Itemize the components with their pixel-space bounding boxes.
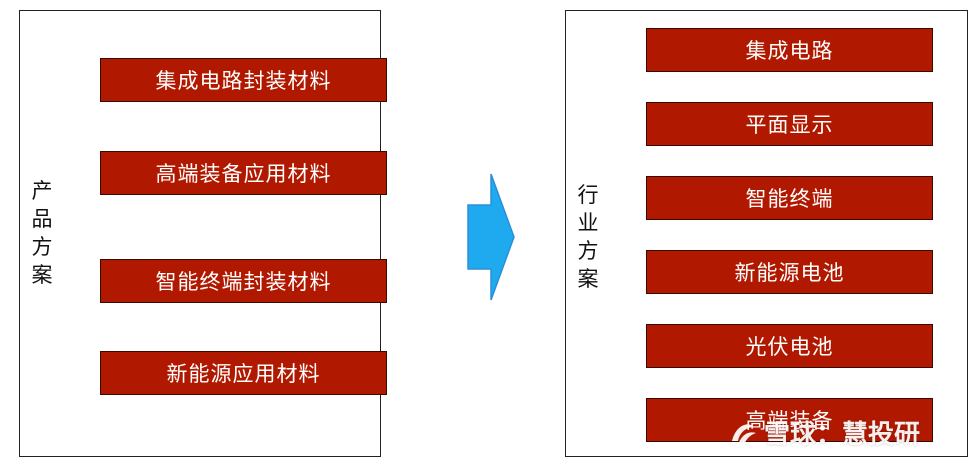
- label-char: 品: [31, 207, 53, 231]
- industry-solutions-label: 行 业 方 案: [576, 181, 600, 293]
- snowball-logo-icon: [732, 423, 756, 445]
- industry-item-ic: 集成电路: [646, 28, 933, 72]
- label-char: 业: [577, 211, 599, 235]
- industry-item-high-end-equipment: 高端装备: [646, 398, 933, 442]
- industry-item-flat-display: 平面显示: [646, 102, 933, 146]
- label-char: 案: [31, 263, 53, 287]
- watermark: 雪球：慧投研: [728, 414, 920, 451]
- right-arrow-icon: [467, 173, 515, 301]
- industry-item-new-energy-battery: 新能源电池: [646, 250, 933, 294]
- label-char: 方: [31, 235, 53, 259]
- industry-solutions-panel: 行 业 方 案 集成电路 平面显示 智能终端 新能源电池 光伏电池 高端装备: [565, 10, 968, 457]
- label-char: 方: [577, 239, 599, 263]
- label-char: 案: [577, 267, 599, 291]
- label-char: 行: [577, 183, 599, 207]
- product-item-high-end-equipment: 高端装备应用材料: [100, 151, 387, 195]
- product-item-new-energy: 新能源应用材料: [100, 351, 387, 395]
- industry-item-smart-terminal: 智能终端: [646, 176, 933, 220]
- product-item-ic-packaging: 集成电路封装材料: [100, 58, 387, 102]
- industry-item-pv-cell: 光伏电池: [646, 324, 933, 368]
- product-item-smart-terminal: 智能终端封装材料: [100, 259, 387, 303]
- watermark-text: 雪球：慧投研: [764, 420, 921, 450]
- product-solutions-panel: 产 品 方 案 集成电路封装材料 高端装备应用材料 智能终端封装材料 新能源应用…: [19, 10, 387, 457]
- product-solutions-label: 产 品 方 案: [30, 177, 54, 289]
- label-char: 产: [31, 179, 53, 203]
